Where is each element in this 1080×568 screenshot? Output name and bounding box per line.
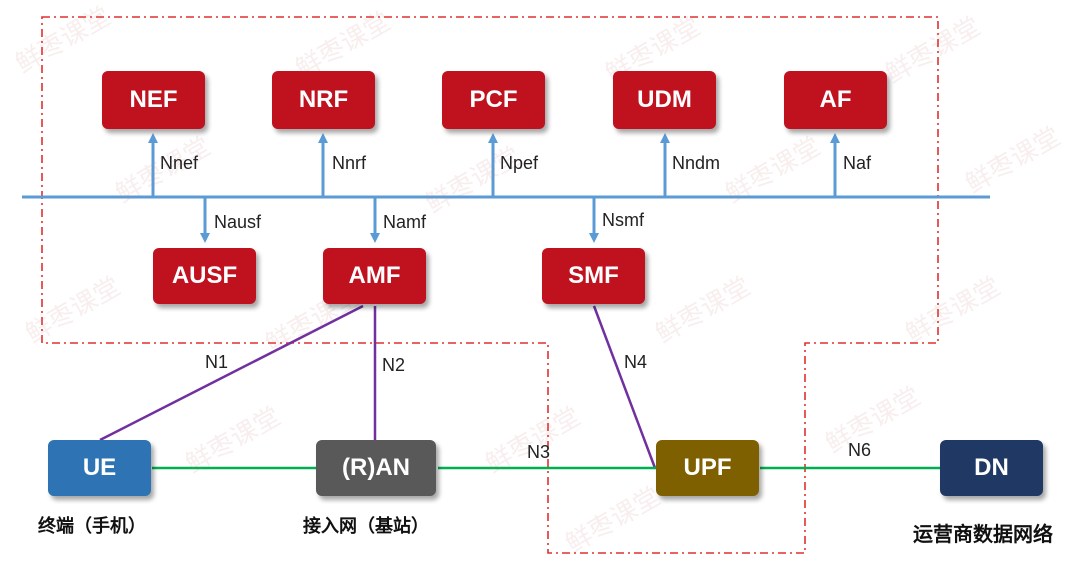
dn-node: DN (940, 440, 1043, 496)
n4-label: N4 (624, 352, 648, 372)
ran-node: (R)AN (316, 440, 436, 496)
naf-label: Naf (843, 153, 872, 173)
namf-label: Namf (383, 212, 427, 232)
pcf-node: PCF (442, 71, 545, 129)
nausf-label: Nausf (214, 212, 262, 232)
n1-label: N1 (205, 352, 229, 372)
n6-label: N6 (848, 440, 872, 460)
nrf-node: NRF (272, 71, 375, 129)
ue-caption: 终端（手机） (38, 516, 146, 537)
ue-node: UE (48, 440, 151, 496)
upf-node: UPF (656, 440, 759, 496)
ausf-node: AUSF (153, 248, 256, 304)
npef-label: Npef (500, 153, 539, 173)
udm-node: UDM (613, 71, 716, 129)
nnef-label: Nnef (160, 153, 199, 173)
n3-label: N3 (527, 442, 551, 462)
ran-caption: 接入网（基站） (303, 516, 429, 537)
nndm-label: Nndm (672, 153, 721, 173)
nsmf-label: Nsmf (602, 210, 644, 230)
smf-node: SMF (542, 248, 645, 304)
af-node: AF (784, 71, 887, 129)
dn-caption: 运营商数据网络 (913, 522, 1053, 546)
n2-label: N2 (382, 355, 406, 375)
nnrf-label: Nnrf (332, 153, 367, 173)
amf-node: AMF (323, 248, 426, 304)
nef-node: NEF (102, 71, 205, 129)
n1-link (99, 304, 364, 442)
n4-link (592, 305, 657, 469)
